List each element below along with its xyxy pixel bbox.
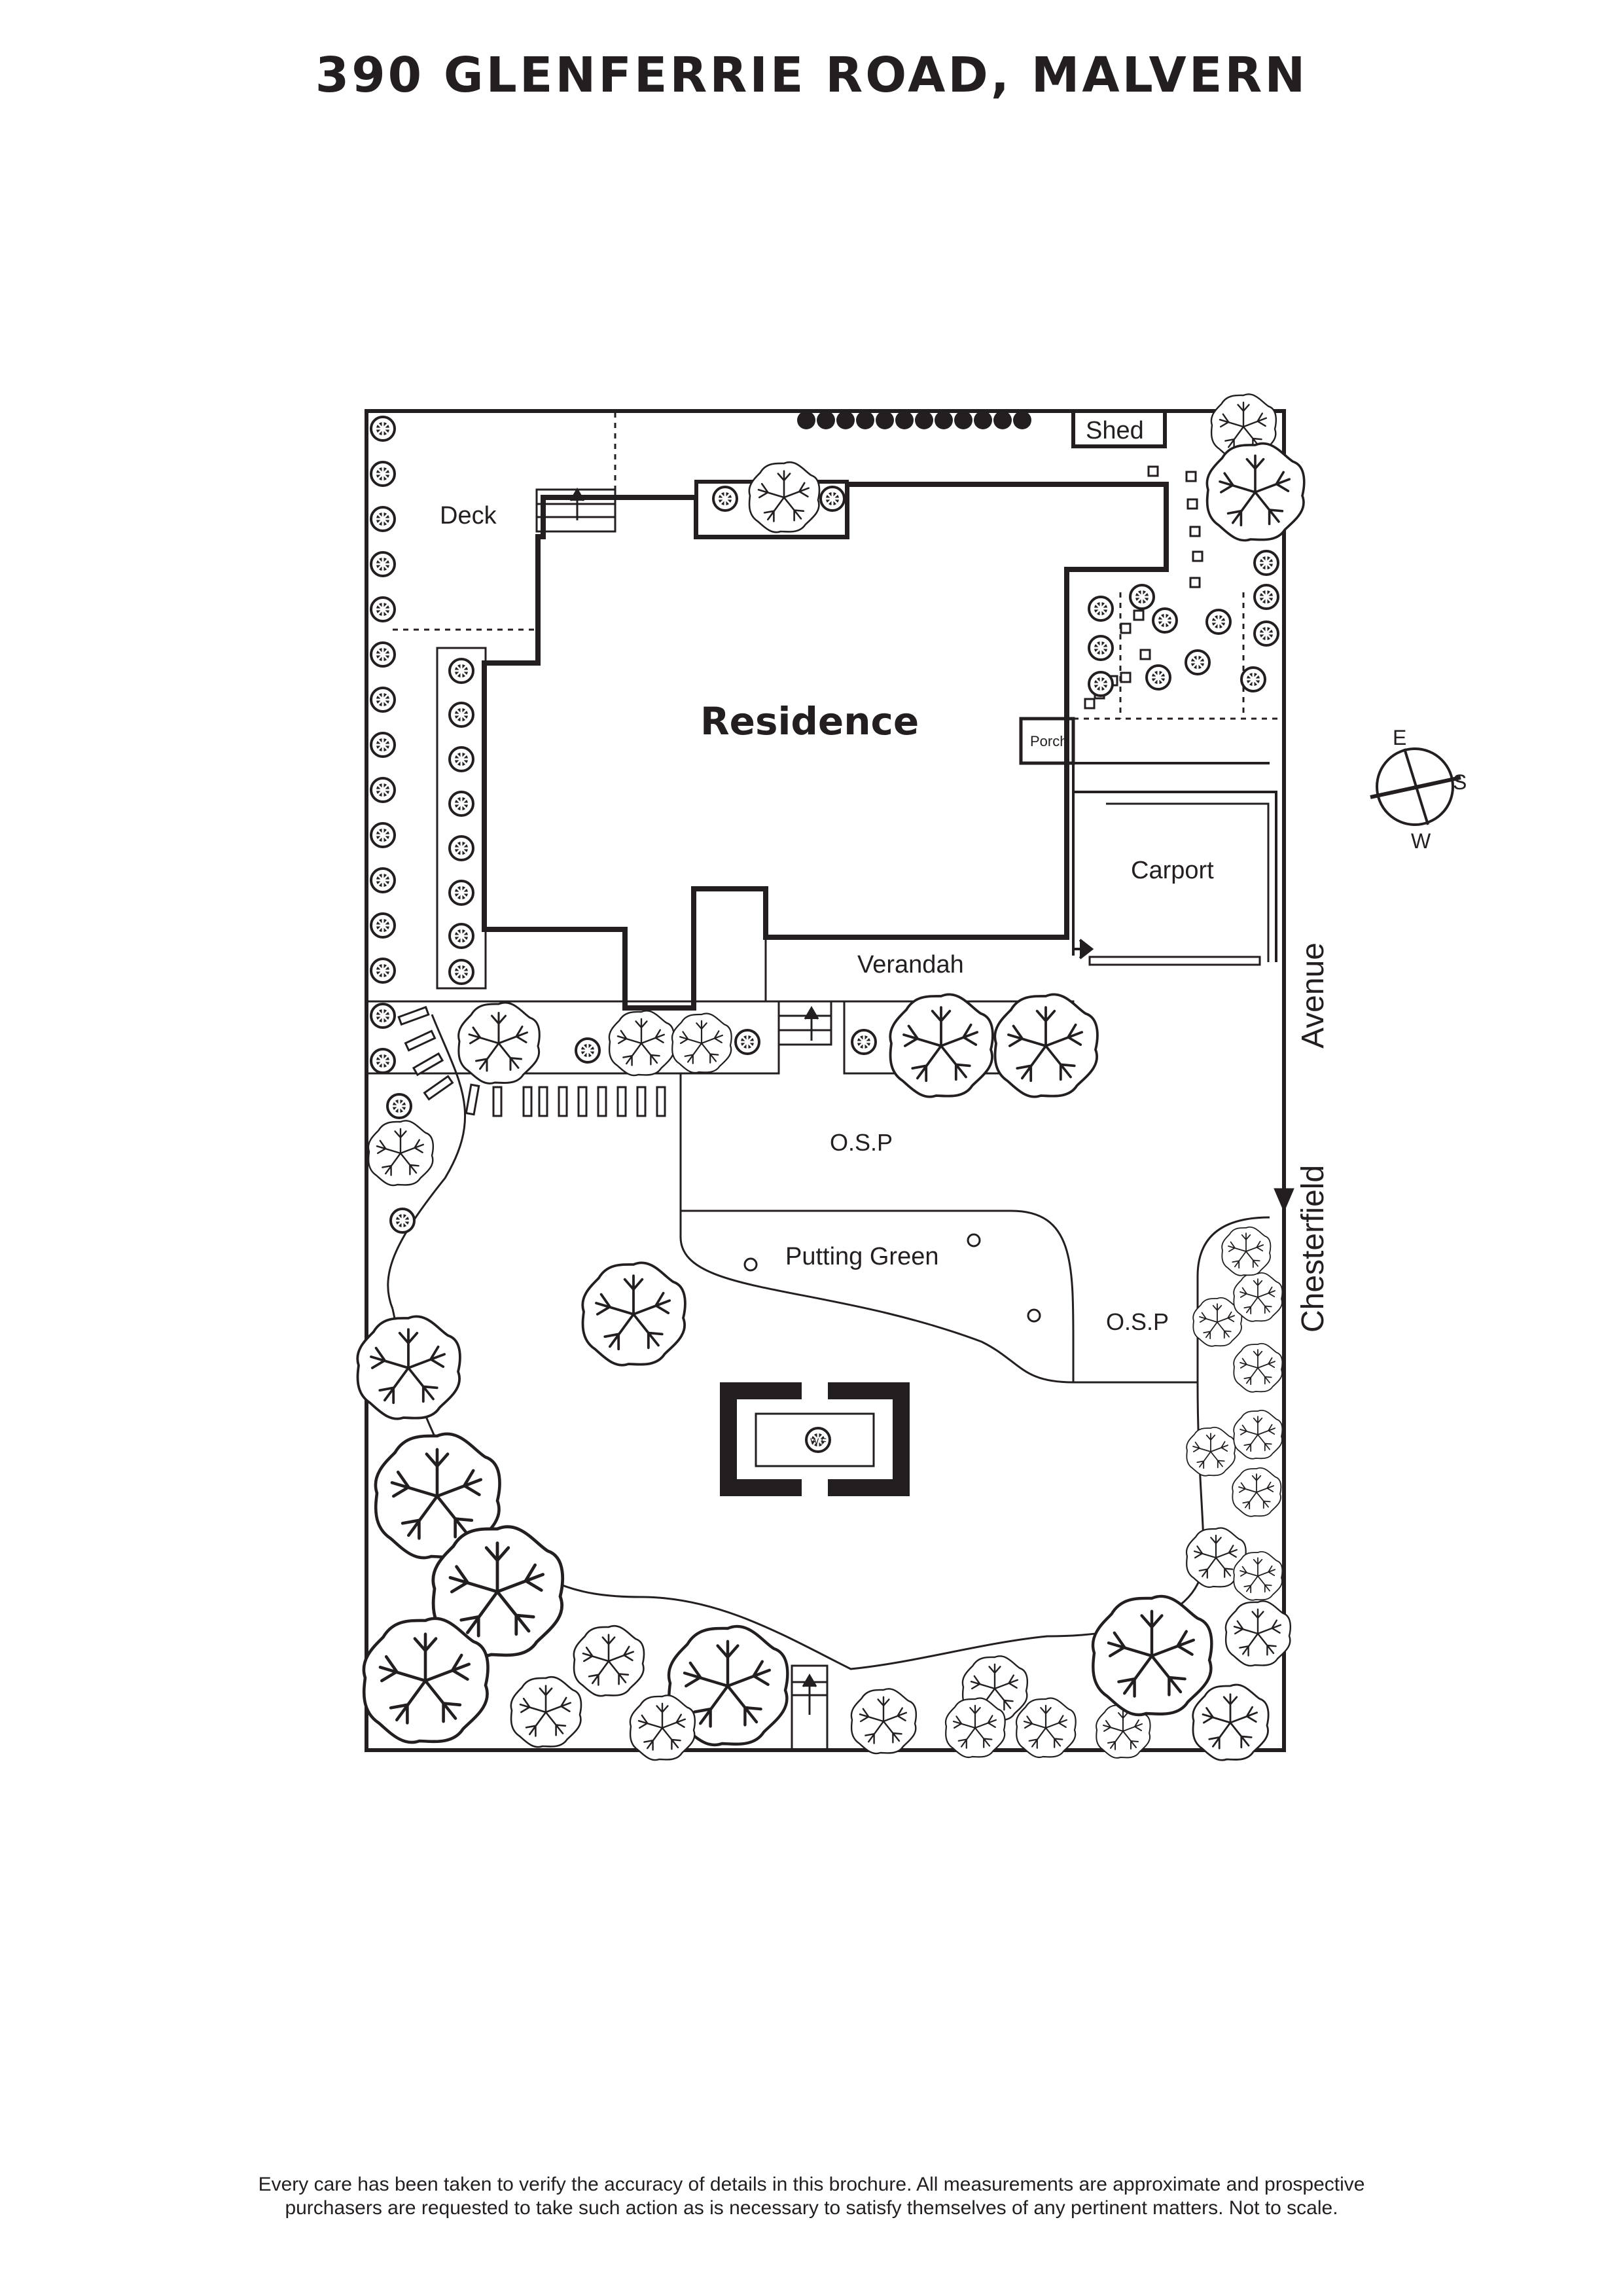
page-title: 390 GLENFERRIE ROAD, MALVERN <box>315 47 1308 103</box>
shrubs-deck-bed <box>436 647 487 990</box>
compass <box>1370 747 1461 826</box>
disclaimer: Every care has been taken to verify the … <box>157 2173 1466 2220</box>
label-residence: Residence <box>700 699 919 744</box>
disclaimer-line-2: purchasers are requested to take such ac… <box>285 2197 1338 2219</box>
street-arrow <box>1274 1106 1294 1213</box>
label-osp-south: O.S.P <box>1106 1308 1169 1335</box>
label-osp-north: O.S.P <box>830 1129 893 1156</box>
rear-gate <box>791 1664 829 1752</box>
dashed-boundaries <box>393 412 1281 720</box>
compass-label-s: S <box>1453 770 1467 794</box>
label-street-avenue: Avenue <box>1296 942 1330 1049</box>
hedge-top <box>797 411 1031 429</box>
compass-label-w: W <box>1411 829 1431 853</box>
label-carport: Carport <box>1131 857 1214 884</box>
label-street-chesterfield: Chesterfield <box>1296 1165 1330 1333</box>
putting-green-holes <box>743 1233 1041 1323</box>
disclaimer-line-1: Every care has been taken to verify the … <box>258 2174 1365 2195</box>
water-feature <box>720 1382 910 1496</box>
label-verandah: Verandah <box>857 951 964 978</box>
label-porch: Porch <box>1030 733 1067 749</box>
label-putting-green: Putting Green <box>785 1243 938 1270</box>
compass-label-e: E <box>1393 726 1406 749</box>
outbuildings <box>764 409 1277 1001</box>
label-deck: Deck <box>440 502 497 529</box>
label-water-feature: W.F <box>810 1436 827 1446</box>
shrubs-west <box>370 416 416 1234</box>
deck-stairs <box>535 488 616 533</box>
trees <box>356 393 1306 1761</box>
label-shed: Shed <box>1086 417 1144 444</box>
